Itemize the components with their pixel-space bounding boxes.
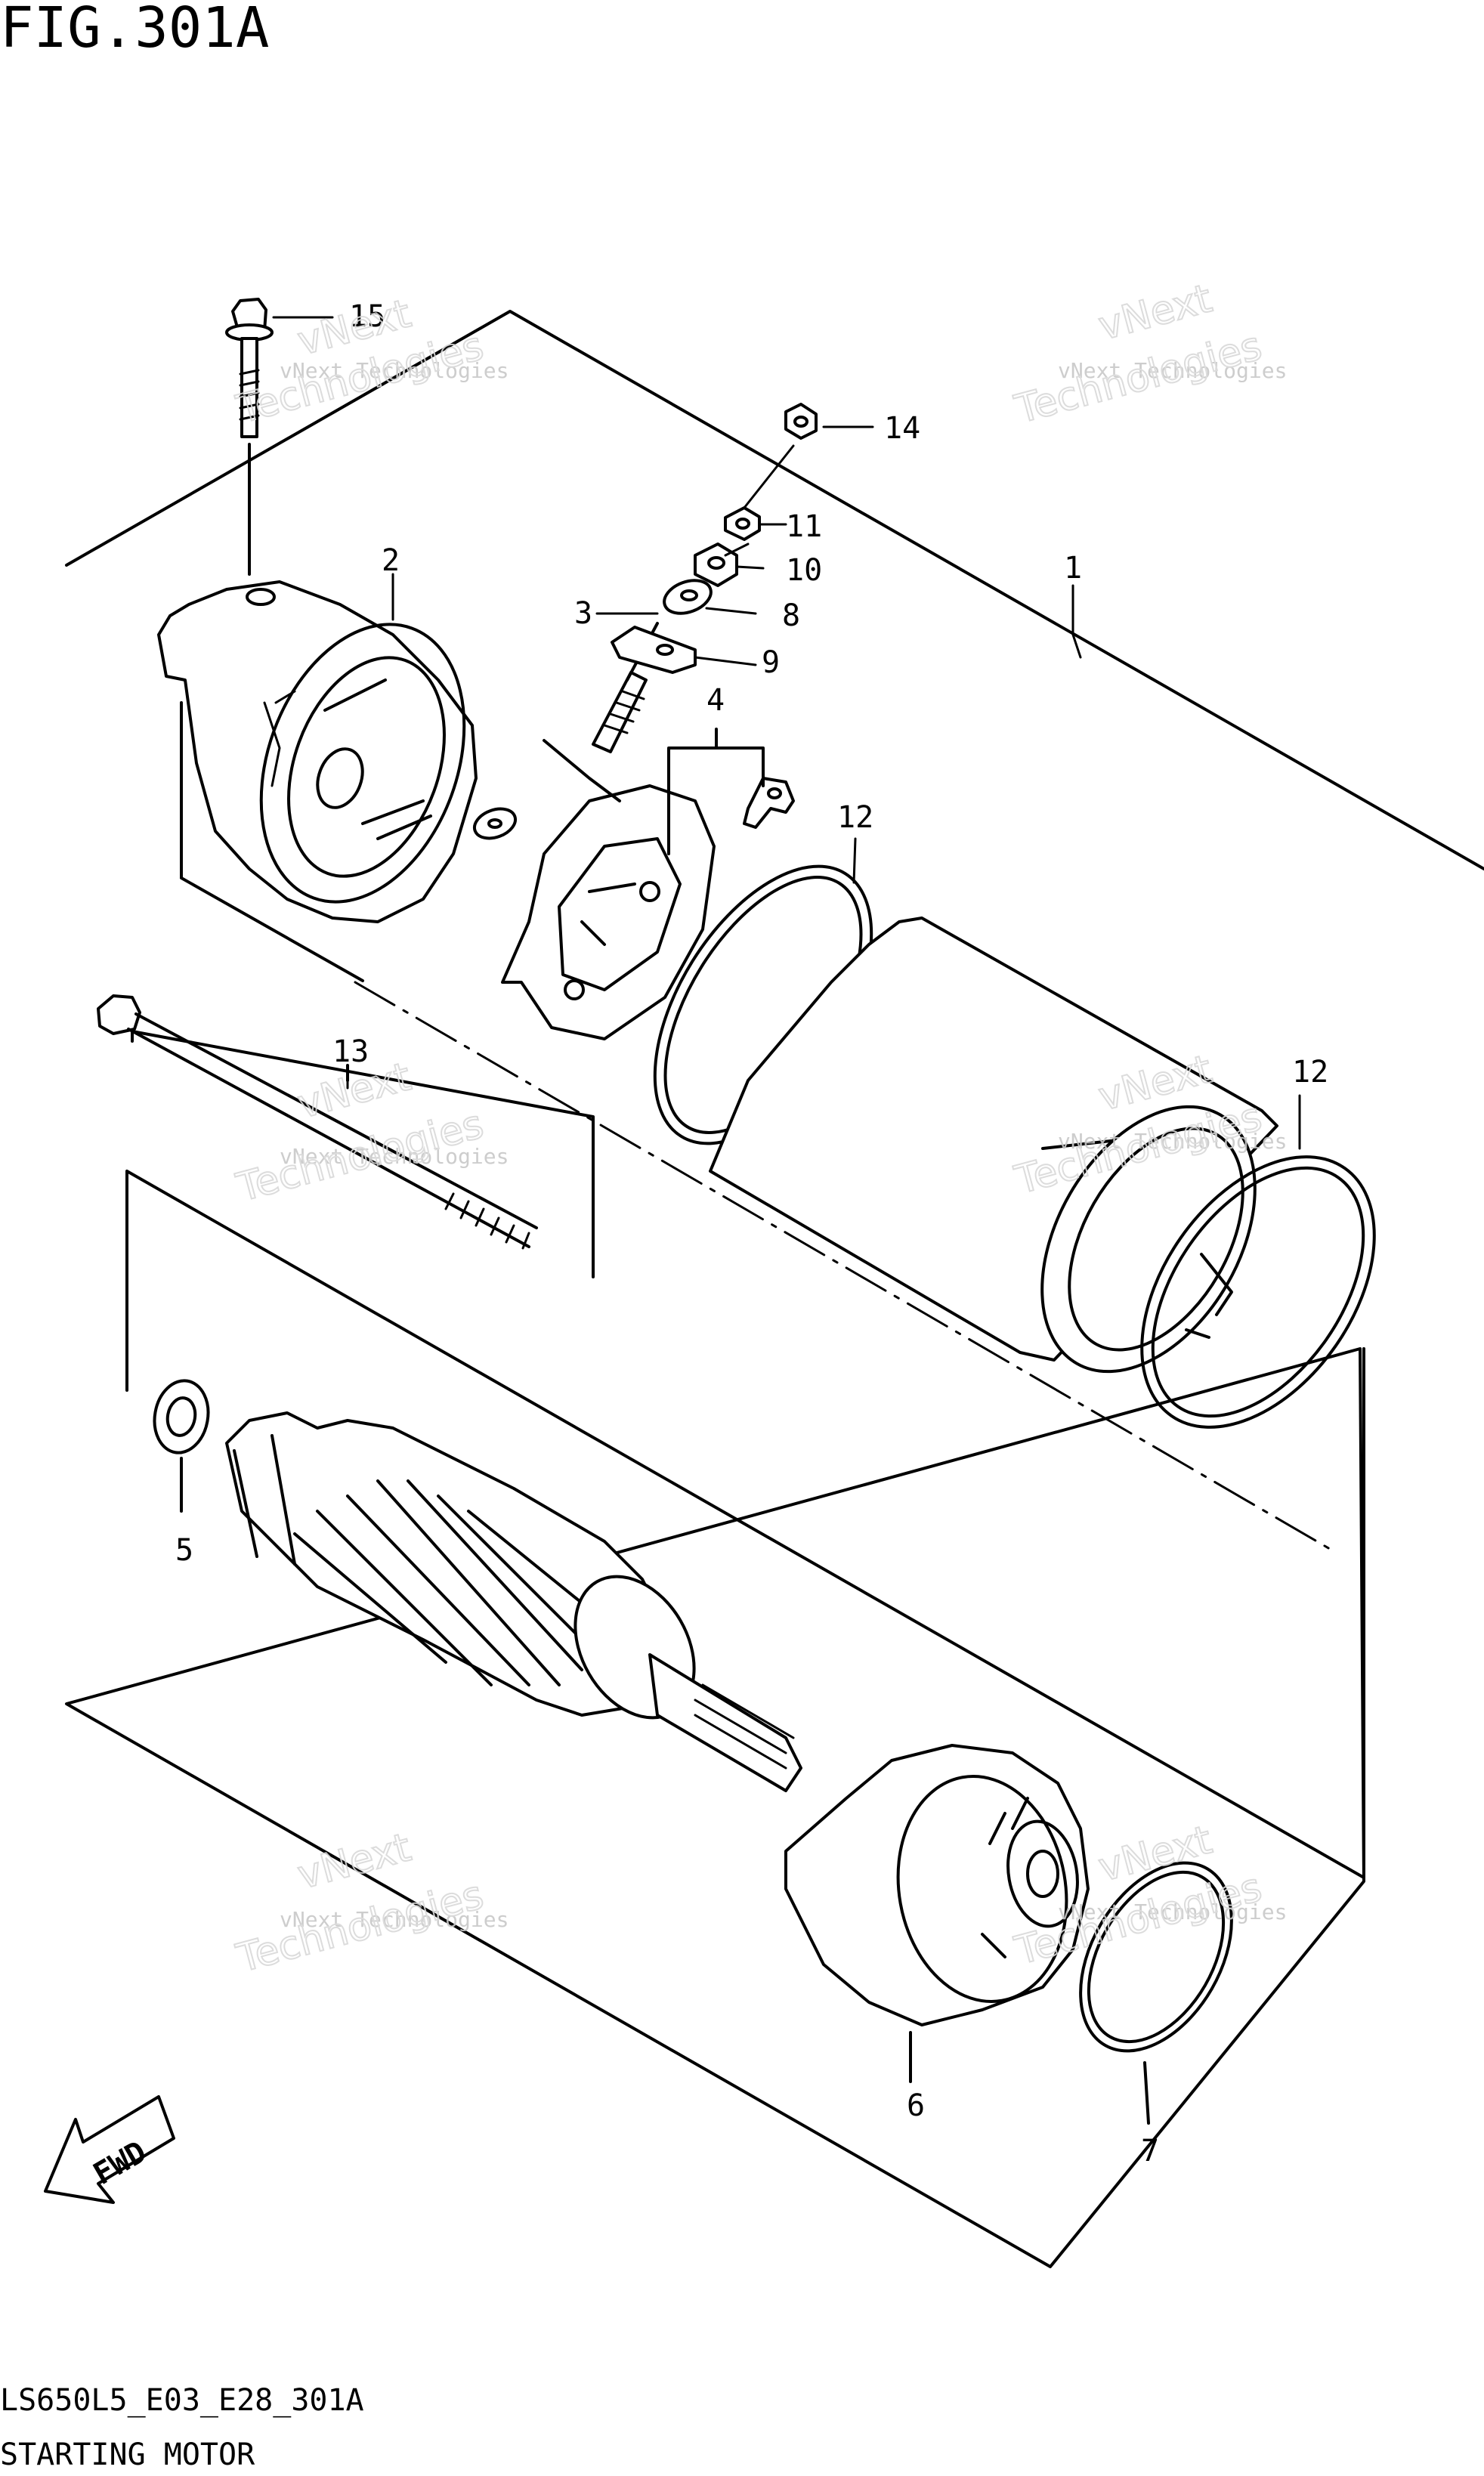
bolt-15 [225,298,274,576]
callout-12-left: 12 [837,800,873,835]
brush-4 [743,777,795,829]
washer-small [472,807,518,840]
washer-5 [153,1379,210,1454]
callout-14: 14 [884,411,920,446]
figure-code: LS650L5_E03_E28_301A [0,2383,364,2418]
watermark-text: vNext Technologies [280,1144,509,1169]
callout-11: 11 [786,509,822,544]
o-ring-7 [1079,1861,1233,2053]
bolt-group-box [131,1030,595,1278]
callout-4: 4 [706,683,725,718]
callout-8: 8 [782,598,800,633]
watermark-text: vNext Technologies [1058,1129,1287,1154]
nut-10 [694,542,738,587]
nut-11 [724,506,761,541]
watermark-text: vNext Technologies [1058,358,1287,383]
figure-title: FIG.301A [0,0,269,60]
washer-8 [663,579,713,615]
end-housing [157,580,478,923]
front-housing [784,1744,1090,2083]
center-axis-line [354,981,1331,1550]
o-ring-12-right [1140,1155,1376,1429]
watermark-text: vNext Technologies [280,1907,509,1932]
callout-12-right: 12 [1292,1055,1328,1090]
callout-2: 2 [382,543,400,578]
callout-6: 6 [907,2088,925,2123]
callout-1: 1 [1064,551,1082,586]
armature [225,1411,802,1792]
callout-7: 7 [1141,2134,1159,2168]
callout-15: 15 [349,299,385,334]
callout-9: 9 [762,645,780,680]
callout-10: 10 [786,553,822,588]
armature-group-box [125,1170,1365,1879]
watermark-text: vNext Technologies [280,358,509,383]
watermark-line1: vNext [293,1825,416,1898]
yoke-housing [709,917,1278,1374]
callout-3: 3 [574,596,592,631]
brush-holder [501,739,716,1040]
terminal-plate-9 [611,626,697,674]
figure-name: STARTING MOTOR [0,2437,255,2472]
nut-14 [784,403,818,440]
long-bolt-13 [97,994,538,1250]
callout-5: 5 [175,1533,193,1568]
watermark-text: vNext Technologies [1058,1900,1287,1924]
fwd-arrow-icon: FWD [44,2095,175,2204]
brush-group-leader [180,701,364,982]
callout-13: 13 [332,1034,369,1069]
